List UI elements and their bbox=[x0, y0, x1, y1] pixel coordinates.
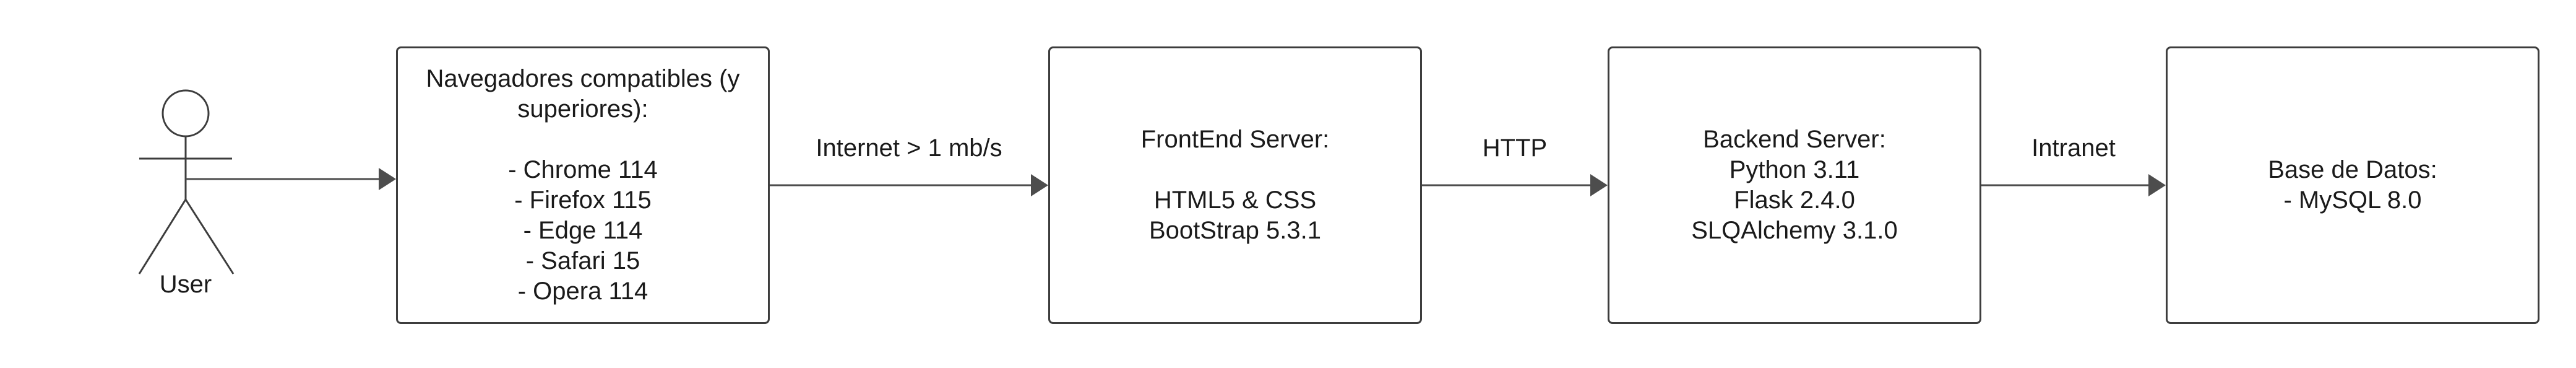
user-label: User bbox=[159, 271, 212, 298]
browsers-node-text: Navegadores compatibles (y superiores): … bbox=[426, 65, 740, 305]
connector-backend-database bbox=[1981, 174, 2166, 196]
intranet-edge-label: Intranet bbox=[2031, 134, 2116, 162]
backend-server-node: Backend Server: Python 3.11 Flask 2.4.0 … bbox=[1608, 46, 1981, 324]
backend-server-text: Backend Server: Python 3.11 Flask 2.4.0 … bbox=[1691, 126, 1898, 244]
user-actor-icon bbox=[138, 89, 235, 274]
browsers-node: Navegadores compatibles (y superiores): … bbox=[396, 46, 770, 324]
frontend-server-node: FrontEnd Server: HTML5 & CSS BootStrap 5… bbox=[1048, 46, 1422, 324]
database-node: Base de Datos: - MySQL 8.0 bbox=[2166, 46, 2539, 324]
actor-right-leg bbox=[184, 199, 235, 274]
actor-left-leg bbox=[138, 199, 187, 274]
connector-frontend-backend bbox=[1422, 174, 1608, 196]
internet-edge-label: Internet > 1 mb/s bbox=[816, 134, 1002, 162]
actor-head bbox=[162, 89, 210, 138]
connector-user-browsers bbox=[186, 168, 396, 190]
http-edge-label: HTTP bbox=[1482, 134, 1548, 162]
database-node-text: Base de Datos: - MySQL 8.0 bbox=[2268, 156, 2437, 214]
connector-browsers-frontend bbox=[770, 174, 1048, 196]
frontend-server-text: FrontEnd Server: HTML5 & CSS BootStrap 5… bbox=[1140, 126, 1330, 244]
